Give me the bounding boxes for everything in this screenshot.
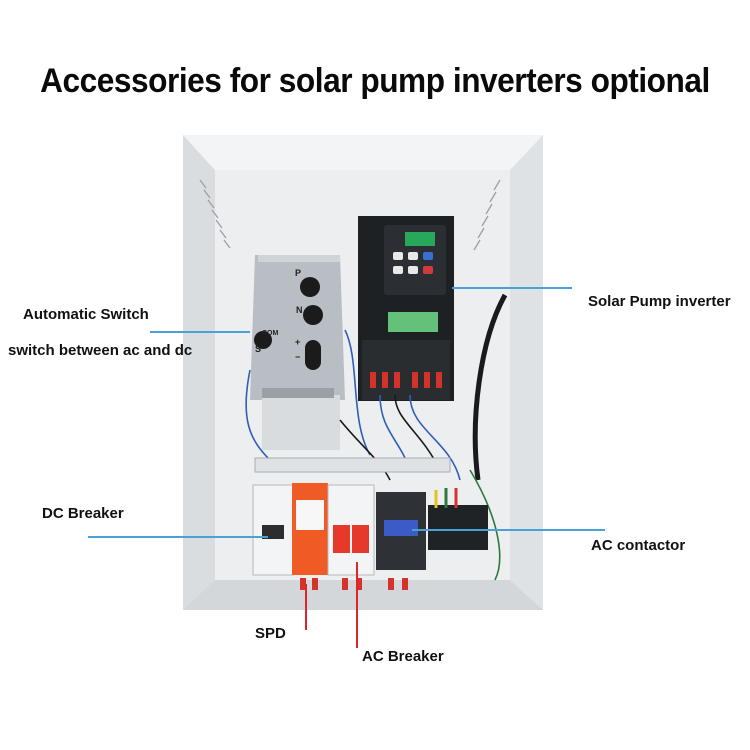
inverter-buttons xyxy=(393,252,433,274)
switch-com-mark: COM xyxy=(262,330,279,337)
label-automatic-switch: Automatic Switch xyxy=(23,306,149,323)
terminal-block xyxy=(428,505,488,550)
vent-slots-left xyxy=(199,179,231,249)
inverter-display xyxy=(405,232,435,246)
inverter-terminal-green xyxy=(388,312,438,332)
switch-s-mark: S xyxy=(255,344,261,354)
cabinet-bottom xyxy=(183,580,543,610)
ac-breaker-toggle-2 xyxy=(352,525,369,553)
wiring xyxy=(245,293,508,581)
automatic-switch-body xyxy=(250,255,345,400)
label-dc-breaker: DC Breaker xyxy=(42,505,124,522)
automatic-switch-vent xyxy=(262,388,334,398)
terminal-strip xyxy=(254,457,451,473)
dc-breaker-toggle xyxy=(262,525,284,539)
inverter-lower xyxy=(362,340,450,400)
label-spd: SPD xyxy=(255,625,286,642)
inverter-power-lugs xyxy=(370,372,442,388)
switch-plus-mark: + xyxy=(295,337,300,347)
spd-label xyxy=(296,500,324,530)
switch-n-mark: N xyxy=(296,305,303,315)
automatic-switch-marks: P N S COM + − xyxy=(255,268,303,362)
switch-p-mark: P xyxy=(295,268,301,278)
vent-slots-right xyxy=(473,179,501,251)
label-ac-contactor: AC contactor xyxy=(591,537,686,554)
leader-ac-contactor xyxy=(412,529,605,531)
label-ac-breaker: AC Breaker xyxy=(362,648,444,665)
cabinet-side-left xyxy=(183,135,215,610)
switch-minus-mark: − xyxy=(295,352,300,362)
automatic-switch-top xyxy=(258,255,340,262)
automatic-switch-base xyxy=(262,395,340,450)
page-title: Accessories for solar pump inverters opt… xyxy=(40,62,710,100)
cabinet-top xyxy=(183,135,543,170)
ac-contactor-plate xyxy=(384,520,418,536)
label-solar-pump-inverter: Solar Pump inverter xyxy=(588,293,731,310)
leader-spd xyxy=(305,584,307,630)
label-automatic-switch-desc: switch between ac and dc xyxy=(8,342,193,359)
leader-ac-breaker xyxy=(356,562,358,648)
automatic-switch-holes xyxy=(254,277,323,370)
ac-breaker-toggle-1 xyxy=(333,525,350,553)
leader-automatic-switch xyxy=(150,331,250,333)
leader-dc-breaker xyxy=(88,536,268,538)
leader-solar-pump-inverter xyxy=(452,287,572,289)
terminal-wire-colors xyxy=(434,488,458,508)
bottom-lugs xyxy=(300,578,408,590)
cabinet-side-right xyxy=(510,135,543,610)
